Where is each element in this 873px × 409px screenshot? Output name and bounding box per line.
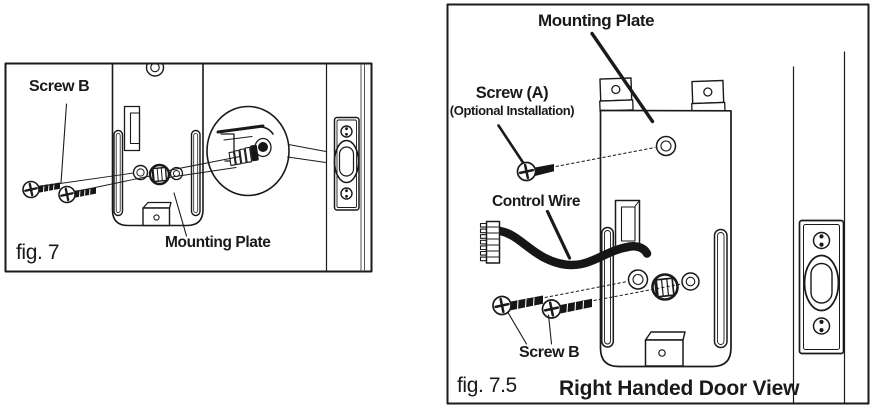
fig75-caption: fig. 7.5 xyxy=(457,374,517,397)
fig7-label-leaders xyxy=(60,103,188,237)
fig7-mounting-plate-label: Mounting Plate xyxy=(165,234,271,251)
fig7-detail-circle xyxy=(206,105,290,197)
fig75-screw-b-1 xyxy=(492,295,543,316)
fig7-latch-plate xyxy=(333,116,360,211)
fig7-sight-lines xyxy=(38,172,151,192)
fig75-mounting-plate-label: Mounting Plate xyxy=(538,11,655,30)
fig75-latch-plate xyxy=(798,219,845,355)
fig7-detail-sight-lines xyxy=(168,144,327,178)
fig75-screw-a-label: Screw (A) xyxy=(475,84,549,102)
fig7-panel xyxy=(4,62,373,273)
fig75-panel xyxy=(446,3,870,405)
fig75-control-wire-label: Control Wire xyxy=(492,193,581,210)
fig75-door-view-title: Right Handed Door View xyxy=(559,377,800,400)
fig75-screw-a-note: (Optional Installation) xyxy=(449,103,575,118)
wire-connector xyxy=(479,220,501,264)
fig75-control-wire xyxy=(479,220,652,270)
fig7-screw-b-1 xyxy=(22,180,60,199)
fig7-caption: fig. 7 xyxy=(16,241,60,264)
fig7-screw-b-2 xyxy=(58,185,96,204)
fig7-screw-b-label: Screw B xyxy=(29,78,90,95)
fig75-label-leaders xyxy=(497,31,655,345)
fig75-screw-b-2 xyxy=(541,298,592,319)
fig7-door-edge xyxy=(325,63,365,272)
fig75-mounting-plate xyxy=(599,77,732,368)
fig75-dotted-lines xyxy=(544,147,682,301)
fig75-screw-a xyxy=(516,161,554,182)
fig75-door-edge xyxy=(792,51,846,404)
fig7-mounting-plate xyxy=(111,64,204,227)
fig75-screw-b-label: Screw B xyxy=(519,344,580,361)
